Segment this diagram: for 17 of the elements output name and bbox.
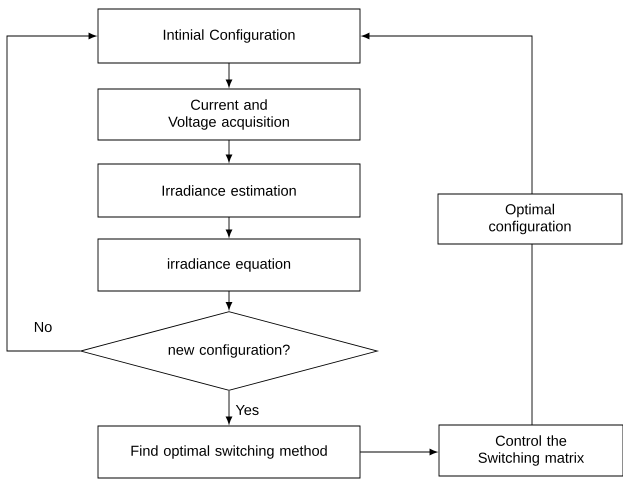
edge-label: No	[34, 322, 52, 332]
arrow	[226, 217, 232, 238]
process-box: irradiance equation	[98, 238, 360, 292]
arrow	[362, 32, 532, 194]
process-box: Intinial Configuration	[98, 8, 360, 64]
arrow	[226, 390, 232, 424]
arrow	[6, 32, 96, 352]
process-box: Optimal configuration	[438, 194, 622, 244]
process-box: Current and Voltage acquisition	[98, 88, 360, 140]
arrow	[360, 448, 438, 456]
process-box: Find optimal switching method	[98, 426, 360, 478]
arrow	[226, 63, 232, 88]
process-box: Control the Switching matrix	[438, 424, 623, 476]
arrow	[226, 291, 232, 310]
arrow	[226, 140, 232, 162]
edge-label: Yes	[236, 404, 259, 416]
process-box: Irradiance estimation	[98, 164, 360, 218]
